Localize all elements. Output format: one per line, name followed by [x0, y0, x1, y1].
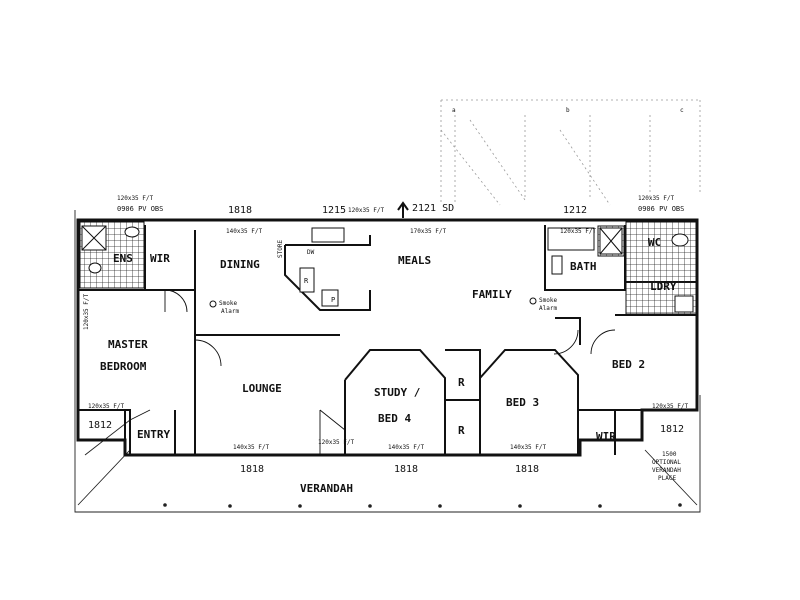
lintel-note: 120x35 F/T — [638, 195, 675, 202]
lintel-note: 140x35 F/T — [233, 444, 270, 451]
smoke-alarm-note: Alarm — [539, 305, 557, 312]
verandah-roof — [74, 210, 701, 513]
robe-label: R — [458, 424, 465, 437]
smoke-alarm-icon — [529, 297, 537, 305]
interior-walls — [78, 225, 697, 455]
lintel-note: 120x35 F/T — [83, 293, 90, 330]
pergola-mark-a: a — [452, 107, 456, 114]
window-dim-1812: 1812 — [660, 424, 684, 435]
room-label-bath: BATH — [570, 260, 597, 273]
smoke-alarm-note: Smoke — [219, 300, 237, 307]
lintel-note: 120x35 F/T — [560, 228, 597, 235]
room-label-family: FAMILY — [472, 288, 512, 301]
room-label-study-line1: STUDY / — [374, 386, 421, 399]
robe-label: R — [458, 376, 465, 389]
room-label-wc: WC — [648, 236, 661, 249]
door-swings — [129, 289, 616, 455]
optional-verandah-note: 1500 — [662, 451, 677, 458]
smoke-alarm-note: Alarm — [221, 308, 239, 315]
window-dim-1812: 1812 — [88, 420, 112, 431]
room-label-lounge: LOUNGE — [242, 382, 282, 395]
verandah-post-marks — [163, 503, 682, 508]
room-label-master-line2: BEDROOM — [100, 360, 147, 373]
lintel-note: 120x35 F/T — [88, 403, 125, 410]
lintel-note: 120x35 F/T — [117, 195, 154, 202]
lintel-note: 120x35 F/T — [318, 439, 355, 446]
window-dim-1212: 1212 — [563, 205, 587, 216]
window-dim-1215: 1215 — [322, 205, 346, 216]
room-label-dining: DINING — [220, 258, 260, 271]
room-label-verandah: VERANDAH — [300, 482, 353, 495]
room-label-ensuite: ENS — [113, 252, 133, 265]
entry-arrow-icon — [397, 201, 409, 218]
window-dim-1818: 1818 — [240, 464, 264, 475]
smoke-alarm-icon — [209, 300, 217, 308]
window-note: 0906 PV OBS — [638, 205, 684, 213]
door-dim-2121sd: 2121 SD — [412, 203, 454, 214]
lintel-note: 170x35 F/T — [410, 228, 447, 235]
pergola-mark-b: b — [566, 107, 570, 114]
room-label-bed3: BED 3 — [506, 396, 539, 409]
room-label-bed2-wir: WIR — [596, 430, 616, 443]
optional-verandah-note: VERANDAH — [652, 467, 681, 474]
lintel-note: 140x35 F/T — [388, 444, 425, 451]
optional-verandah-note: OPTIONAL — [652, 459, 681, 466]
lintel-note: 140x35 F/T — [226, 228, 263, 235]
room-label-laundry: LDRY — [650, 280, 677, 293]
exterior-walls — [76, 218, 699, 457]
store-label: STORE — [277, 240, 284, 258]
room-label-study-line2: BED 4 — [378, 412, 411, 425]
pergola — [440, 99, 701, 206]
room-label-bed2: BED 2 — [612, 358, 645, 371]
lintel-note: 140x35 F/T — [510, 444, 547, 451]
room-label-entry: ENTRY — [137, 428, 170, 441]
room-label-meals: MEALS — [398, 254, 431, 267]
room-label-master-wir: WIR — [150, 252, 170, 265]
lintel-note: 120x35 F/T — [652, 403, 689, 410]
room-label-master-line1: MASTER — [108, 338, 148, 351]
pergola-mark-c: c — [680, 107, 684, 114]
window-dim-1818: 1818 — [228, 205, 252, 216]
fridge-label: R — [304, 277, 309, 285]
fixtures — [81, 225, 694, 313]
dishwasher-label: DW — [307, 249, 315, 256]
window-dim-1818: 1818 — [394, 464, 418, 475]
smoke-alarm-note: Smoke — [539, 297, 557, 304]
pantry-label: P — [331, 296, 335, 304]
lintel-note: 120x35 F/T — [348, 207, 385, 214]
window-dim-1818: 1818 — [515, 464, 539, 475]
optional-verandah-note: PLACE — [658, 475, 676, 482]
window-note: 0906 PV OBS — [117, 205, 163, 213]
